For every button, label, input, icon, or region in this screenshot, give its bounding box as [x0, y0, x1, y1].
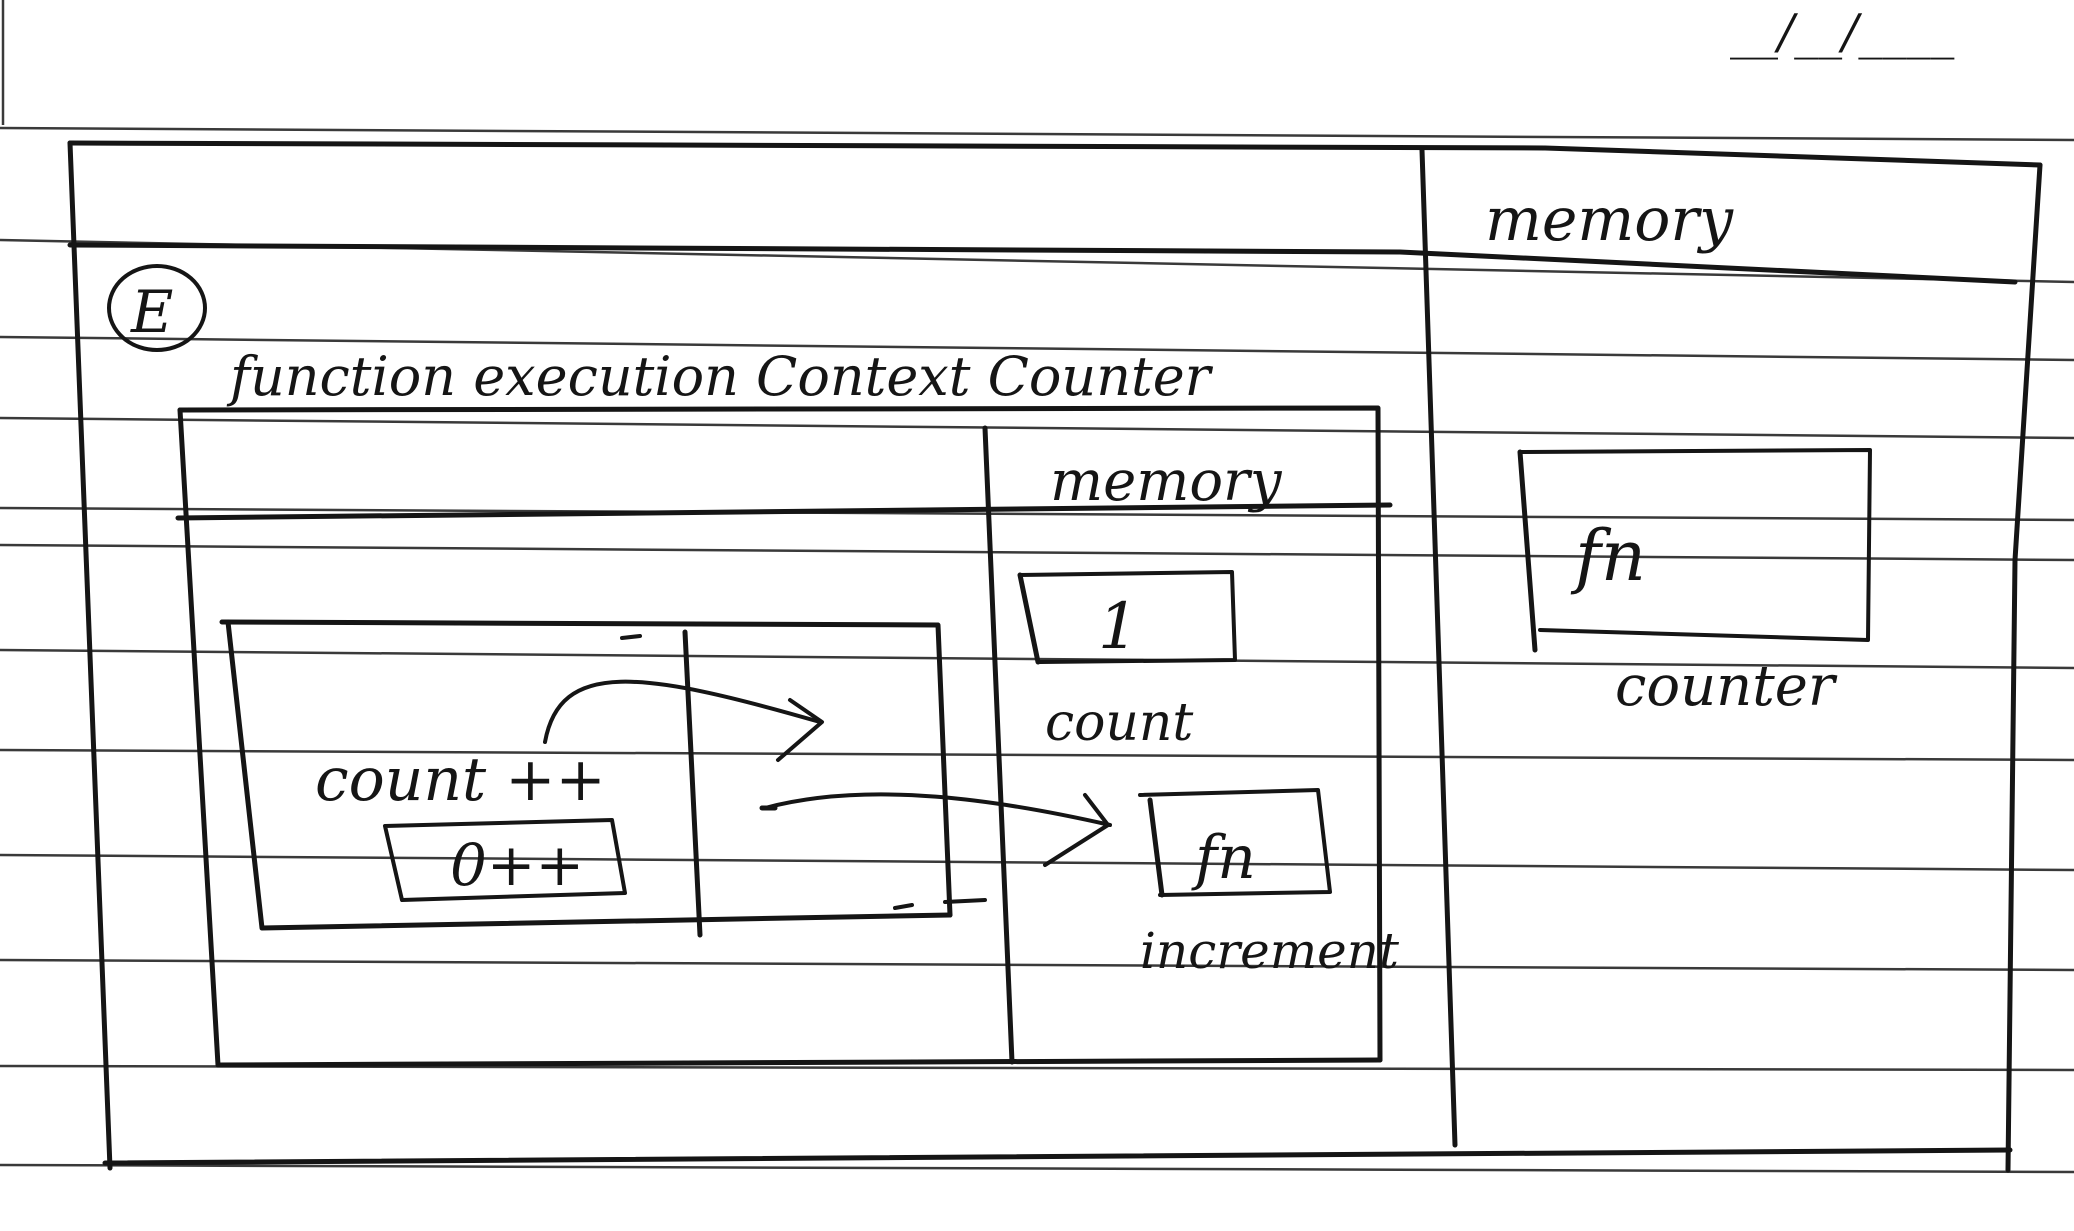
ink-mark	[893, 903, 914, 910]
function-header-line	[175, 502, 1393, 521]
global-memory-cell-counter-label: counter	[1615, 654, 1838, 719]
global-execution-context	[67, 140, 2043, 1173]
arrow-count-to-memory	[543, 679, 824, 762]
global-context-badge: E	[107, 264, 207, 352]
inner-statement: count ++	[315, 745, 606, 815]
function-memory-header: memory	[1050, 449, 1283, 514]
global-memory-header: memory	[1485, 185, 1734, 255]
function-memory-cell-count-label: count	[1045, 693, 1193, 753]
function-context-title: function execution Context Counter	[226, 345, 1214, 408]
ink-mark	[943, 898, 987, 904]
inner-result-box: 0++	[383, 818, 627, 902]
arrow-to-increment	[759, 792, 1112, 867]
function-memory-cell-count: 1 count	[1017, 570, 1237, 753]
global-context-badge-text: E	[130, 278, 173, 346]
inner-execution-context	[219, 619, 953, 938]
inner-memory-divider	[682, 629, 703, 938]
inner-result-box-text: 0++	[450, 831, 584, 899]
function-memory-divider	[982, 425, 1015, 1065]
global-memory-divider	[1419, 147, 1458, 1148]
global-memory-cell-counter-value: fn	[1570, 515, 1646, 597]
global-memory-cell-counter: fn counter	[1517, 448, 1872, 719]
function-execution-context	[175, 405, 1393, 1068]
date-field: __/__/____	[1730, 4, 1954, 60]
function-memory-cell-increment: fn increment	[1138, 788, 1400, 980]
function-memory-cell-increment-label: increment	[1140, 922, 1400, 980]
function-memory-cell-increment-value: fn	[1191, 823, 1256, 893]
function-memory-cell-count-value: 1	[1098, 590, 1139, 664]
